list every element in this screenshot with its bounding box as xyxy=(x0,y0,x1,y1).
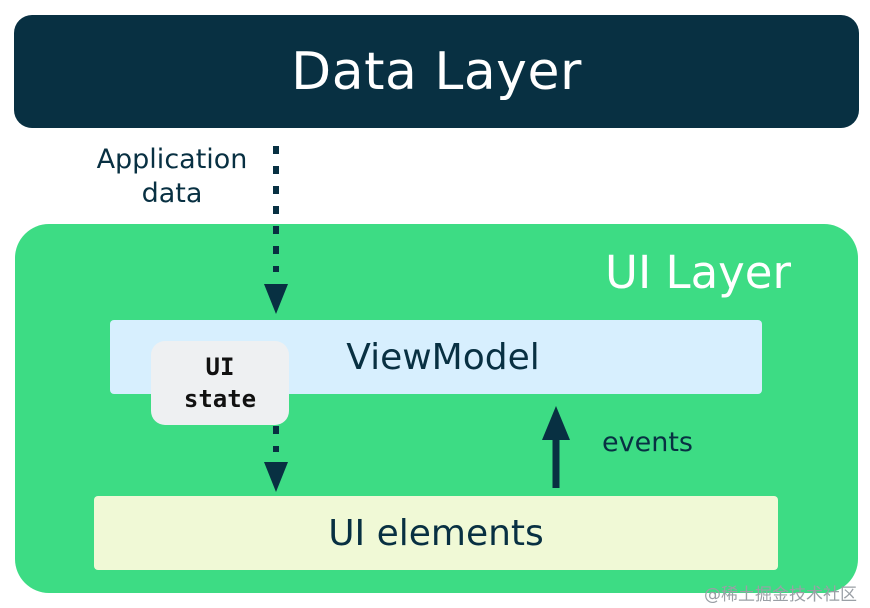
application-data-label: Application data xyxy=(86,143,258,211)
data-layer-title: Data Layer xyxy=(291,41,582,102)
watermark: @稀土掘金技术社区 xyxy=(704,585,857,605)
ui-elements-box: UI elements xyxy=(94,496,778,570)
application-data-line1: Application xyxy=(96,144,248,175)
ui-layer-title: UI Layer xyxy=(605,246,791,299)
events-label: events xyxy=(602,427,693,458)
ui-state-line1: UI xyxy=(205,353,235,381)
ui-state-box: UI state xyxy=(151,341,289,425)
ui-state-line2: state xyxy=(183,385,257,413)
viewmodel-label: ViewModel xyxy=(346,336,540,378)
ui-layer-box: UI Layer ViewModel UI elements UI state … xyxy=(15,224,858,593)
data-layer-box: Data Layer xyxy=(14,15,859,128)
ui-elements-label: UI elements xyxy=(328,512,544,554)
application-data-line2: data xyxy=(141,178,203,209)
